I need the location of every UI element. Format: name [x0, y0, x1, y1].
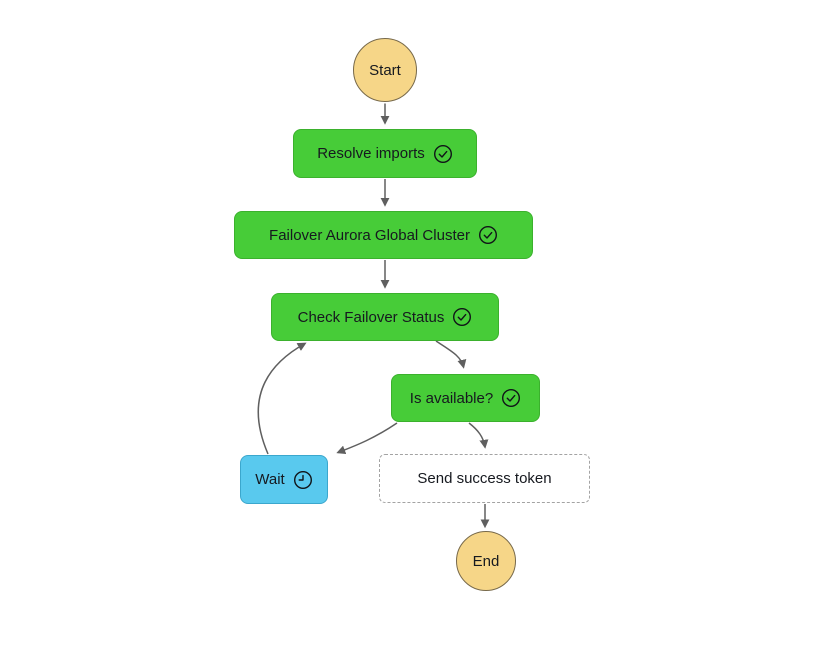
edge-wait-to-check-status — [257, 342, 307, 455]
node-wait-label: Wait — [255, 471, 285, 488]
node-resolve-imports-label: Resolve imports — [317, 145, 425, 162]
edge-is-available-to-wait — [336, 422, 398, 455]
node-check-failover-status[interactable]: Check Failover Status — [271, 293, 499, 341]
node-failover-aurora-global-cluster[interactable]: Failover Aurora Global Cluster — [234, 211, 533, 259]
check-circle-icon — [501, 388, 521, 408]
node-end[interactable]: End — [456, 531, 516, 591]
node-resolve-imports[interactable]: Resolve imports — [293, 129, 477, 178]
node-end-label: End — [472, 552, 500, 570]
node-check-status-label: Check Failover Status — [297, 308, 445, 326]
check-circle-icon — [433, 144, 453, 164]
node-send-success-token-label: Send success token — [417, 470, 552, 487]
check-circle-icon — [452, 307, 472, 327]
edge-is-available-to-send-success-token — [468, 422, 489, 449]
node-is-available-label: Is available? — [409, 389, 494, 407]
node-send-success-token[interactable]: Send success token — [379, 454, 590, 503]
check-circle-icon — [478, 225, 498, 245]
clock-icon — [293, 470, 313, 490]
node-start-label: Start — [369, 61, 401, 79]
node-wait[interactable]: Wait — [240, 455, 328, 504]
node-start[interactable]: Start — [353, 38, 417, 102]
edge-check-status-to-is-available — [435, 340, 467, 369]
node-failover-label: Failover Aurora Global Cluster — [269, 226, 470, 244]
node-is-available[interactable]: Is available? — [391, 374, 540, 422]
